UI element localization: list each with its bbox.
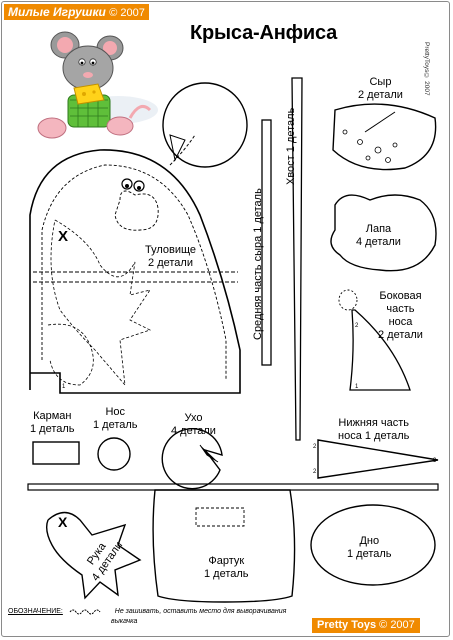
circle-piece (162, 82, 248, 168)
brand-logo-top: Милые Игрушки © 2007 (4, 4, 149, 20)
legend-text-2: выкачка (111, 618, 138, 625)
page-title: Крыса-Анфиса (190, 22, 338, 44)
cross-marker-body: X (58, 228, 69, 245)
paw-label: Лапа 4 детали (356, 223, 401, 248)
legend: ОБОЗНАЧЕНИЕ: Не зашивать, оставить место… (8, 608, 286, 615)
tail-label: Хвост 1 деталь (285, 107, 297, 185)
legend-stitch-sample (69, 609, 101, 615)
mouse-illustration (37, 31, 158, 139)
lower-nose-label: Нижняя часть носа 1 деталь (338, 417, 410, 442)
brand-year: © 2007 (109, 7, 145, 19)
side-nose-piece (338, 289, 411, 391)
nose-piece (97, 437, 131, 471)
brand-name: Милые Игрушки (8, 5, 106, 19)
body-label: Туловище 2 детали (145, 244, 197, 269)
cheese-middle-strip (261, 119, 272, 366)
cheese-label: Сыр 2 детали (358, 76, 403, 101)
legend-text: Не зашивать, оставить место для выворачи… (114, 608, 287, 615)
paw-piece (330, 194, 437, 272)
separator-strip (27, 483, 439, 491)
marker-2b-lower-nose: 2 (313, 469, 317, 475)
cross-marker-hand: X (58, 514, 68, 530)
nose-label: Нос 1 деталь (93, 406, 138, 431)
marker-2-lower-nose: 2 (313, 444, 317, 450)
legend-key: ОБОЗНАЧЕНИЕ: (8, 608, 63, 615)
marker-1-body: 1 (62, 384, 66, 390)
pocket-label: Карман 1 деталь (30, 410, 75, 435)
brand-bottom-name: Pretty Toys (317, 619, 377, 631)
body-piece (29, 134, 241, 394)
bottom-piece (310, 504, 436, 586)
pocket-piece (32, 441, 80, 465)
lower-nose-piece (317, 439, 439, 479)
marker-3-lower-nose: 3 (433, 458, 437, 464)
side-nose-label: Боковая часть носа 2 детали (378, 290, 423, 341)
ear-piece (161, 428, 223, 490)
marker-1-side-nose: 1 (355, 384, 359, 390)
tail-piece (291, 77, 303, 441)
hand-piece (45, 511, 142, 600)
brand-bottom-year: © 2007 (379, 619, 415, 631)
apron-piece (152, 489, 296, 603)
marker-2-side-nose: 2 (355, 323, 359, 329)
brand-logo-bottom: Pretty Toys © 2007 (312, 618, 420, 633)
cheese-middle-label: Средняя часть сыра 1 деталь (252, 188, 264, 340)
apron-label: Фартук 1 деталь (204, 555, 249, 580)
side-copyright: PrettyToys© 2007 (423, 42, 430, 96)
cheese-piece (332, 103, 437, 171)
ear-label: Ухо 4 детали (171, 412, 216, 437)
bottom-label: Дно 1 деталь (347, 535, 392, 560)
